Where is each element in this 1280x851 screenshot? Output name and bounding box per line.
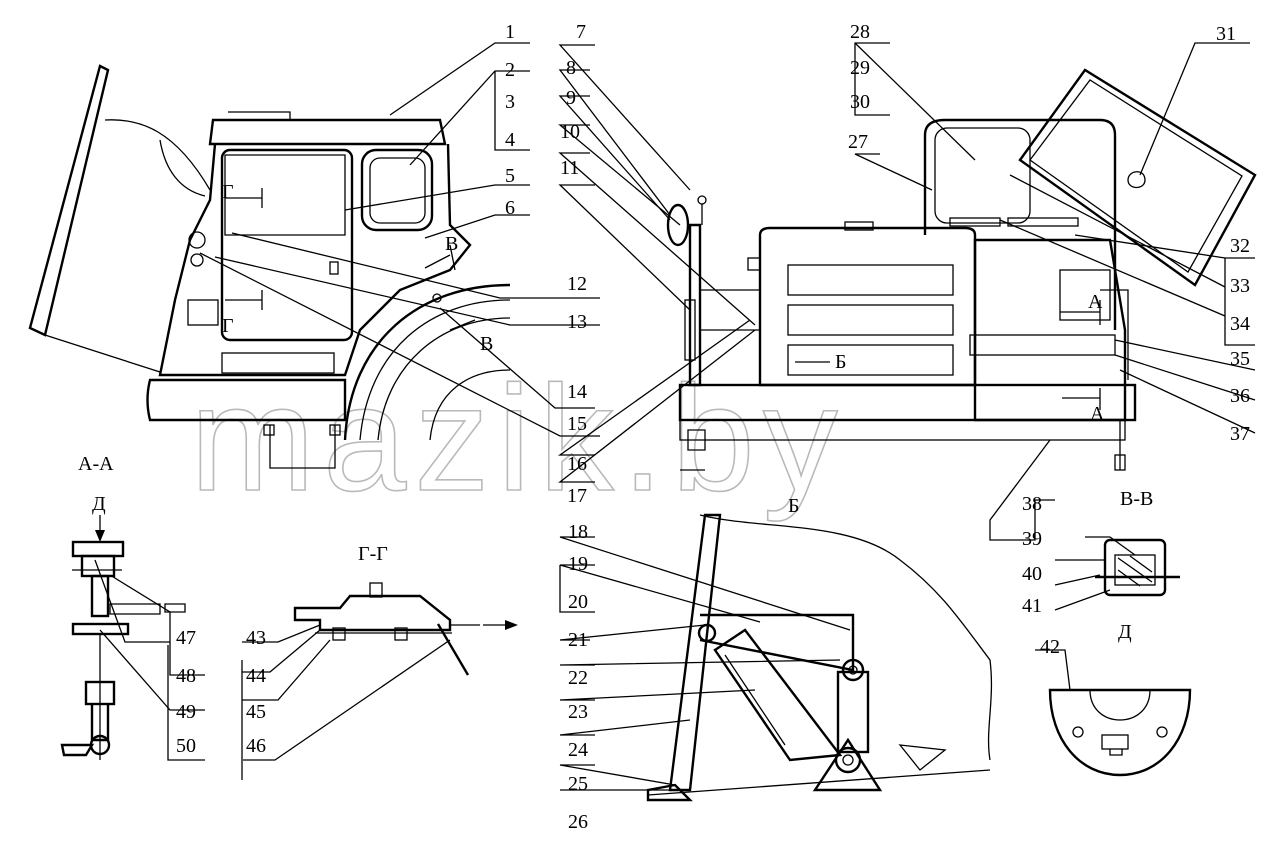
- callout-45: 45: [246, 701, 266, 723]
- callout-40: 40: [1022, 563, 1042, 585]
- callout-48: 48: [176, 665, 196, 687]
- callout-50: 50: [176, 735, 196, 757]
- section-aa-title: А-А: [78, 453, 114, 475]
- callout-5: 5: [505, 165, 515, 187]
- callout-9: 9: [566, 87, 576, 109]
- callout-16: 16: [567, 453, 587, 475]
- section-gg: Г-Г: [293, 543, 518, 676]
- callout-31: 31: [1216, 23, 1236, 45]
- section-mark-g-upper: Г: [222, 181, 234, 203]
- callout-4: 4: [505, 129, 515, 151]
- callout-12: 12: [567, 273, 587, 295]
- callout-35: 35: [1230, 348, 1250, 370]
- callout-numbers: 1 2 3 4 5 6 7 8 9 10 11 12 13 14 15 16 1…: [176, 21, 1250, 833]
- callout-8: 8: [566, 57, 576, 79]
- callout-28: 28: [850, 21, 870, 43]
- callout-11: 11: [560, 157, 579, 179]
- detail-b: Б: [646, 495, 993, 802]
- callout-47: 47: [176, 627, 196, 649]
- callout-44: 44: [246, 665, 266, 687]
- watermark: mazik.by: [190, 354, 846, 522]
- section-aa: А-А Д: [60, 453, 186, 760]
- callout-13: 13: [567, 311, 587, 333]
- callout-24: 24: [568, 739, 588, 761]
- callout-14: 14: [567, 381, 587, 403]
- callout-3: 3: [505, 91, 515, 113]
- section-vv-title: В-В: [1120, 488, 1153, 510]
- callout-36: 36: [1230, 385, 1250, 407]
- callout-29: 29: [850, 57, 870, 79]
- callout-18: 18: [568, 521, 588, 543]
- callout-15: 15: [567, 413, 587, 435]
- callout-30: 30: [850, 91, 870, 113]
- callout-1: 1: [505, 21, 515, 43]
- cab-side-view: Г Г В В: [28, 64, 511, 469]
- section-mark-a-upper: А: [1088, 291, 1103, 313]
- callout-34: 34: [1230, 313, 1250, 335]
- callout-49: 49: [176, 701, 196, 723]
- section-vv: В-В: [1095, 488, 1180, 597]
- callout-23: 23: [568, 701, 588, 723]
- section-gg-title: Г-Г: [358, 543, 388, 565]
- callout-21: 21: [568, 629, 588, 651]
- detail-b-title: Б: [788, 495, 799, 517]
- detail-d: Д: [1048, 621, 1192, 777]
- section-mark-v-upper: В: [445, 233, 458, 255]
- callout-26: 26: [568, 811, 588, 833]
- callout-27: 27: [848, 131, 868, 153]
- callout-17: 17: [567, 485, 587, 507]
- callout-32: 32: [1230, 235, 1250, 257]
- rear-side-view: А А Б: [666, 68, 1257, 471]
- callout-46: 46: [246, 735, 266, 757]
- section-aa-arrow-label: Д: [92, 493, 106, 515]
- section-mark-b: Б: [835, 351, 846, 373]
- detail-d-title: Д: [1118, 621, 1132, 643]
- callout-7: 7: [576, 21, 586, 43]
- callout-42: 42: [1040, 636, 1060, 658]
- callout-22: 22: [568, 667, 588, 689]
- section-mark-g-lower: Г: [222, 315, 234, 337]
- callout-10: 10: [560, 121, 580, 143]
- callout-20: 20: [568, 591, 588, 613]
- callout-38: 38: [1022, 493, 1042, 515]
- callout-33: 33: [1230, 275, 1250, 297]
- callout-6: 6: [505, 197, 515, 219]
- callout-37: 37: [1230, 423, 1250, 445]
- callout-41: 41: [1022, 595, 1042, 617]
- callout-19: 19: [568, 553, 588, 575]
- callout-2: 2: [505, 59, 515, 81]
- callout-25: 25: [568, 773, 588, 795]
- section-mark-a-lower: А: [1090, 403, 1105, 425]
- section-mark-v-lower: В: [480, 333, 493, 355]
- leader-lines: [94, 42, 1256, 791]
- callout-43: 43: [246, 627, 266, 649]
- callout-39: 39: [1022, 528, 1042, 550]
